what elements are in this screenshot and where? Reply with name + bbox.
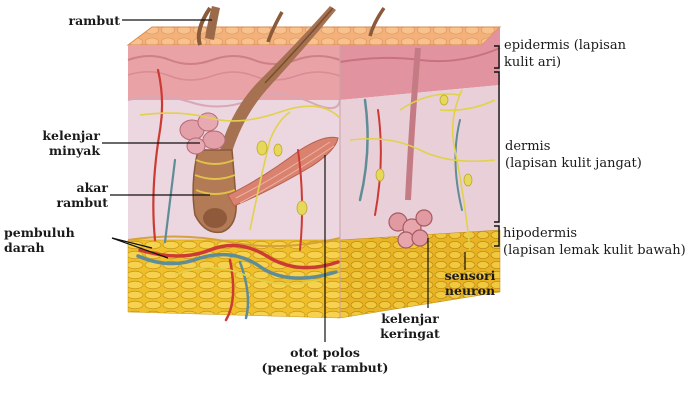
label-dermis: dermis (lapisan kulit jangat) bbox=[505, 139, 642, 171]
sensory-nerves bbox=[139, 89, 496, 285]
label-rambut: rambut bbox=[68, 13, 120, 28]
label-kelenjar-keringat: kelenjar keringat bbox=[380, 311, 440, 341]
label-sensori-neuron: sensori neuron bbox=[444, 268, 496, 298]
sebaceous-gland bbox=[179, 112, 226, 155]
leader-lines bbox=[102, 19, 466, 342]
label-hipodermis: hipodermis (lapisan lemak kulit bawah) bbox=[503, 226, 686, 258]
blood-vessels bbox=[136, 68, 463, 322]
blank-box bbox=[18, 300, 88, 346]
label-kelenjar-minyak: kelenjar minyak bbox=[42, 128, 100, 158]
hair-follicle-shaft bbox=[220, 6, 336, 152]
label-epidermis: epidermis (lapisan kulit ari) bbox=[504, 38, 626, 70]
epidermis-side bbox=[340, 27, 500, 100]
sweat-duct bbox=[405, 47, 421, 201]
label-pembuluh-darah: pembuluh darah bbox=[4, 225, 75, 255]
sweat-gland bbox=[388, 209, 433, 249]
hair-shaft-main bbox=[205, 6, 220, 40]
layer-brackets bbox=[494, 45, 500, 247]
label-otot-polos: otot polos (penegak rambut) bbox=[261, 345, 389, 375]
epidermis-wave-front bbox=[127, 55, 341, 65]
nerve-endings bbox=[256, 94, 473, 216]
label-akar-rambut: akar rambut bbox=[56, 180, 108, 210]
